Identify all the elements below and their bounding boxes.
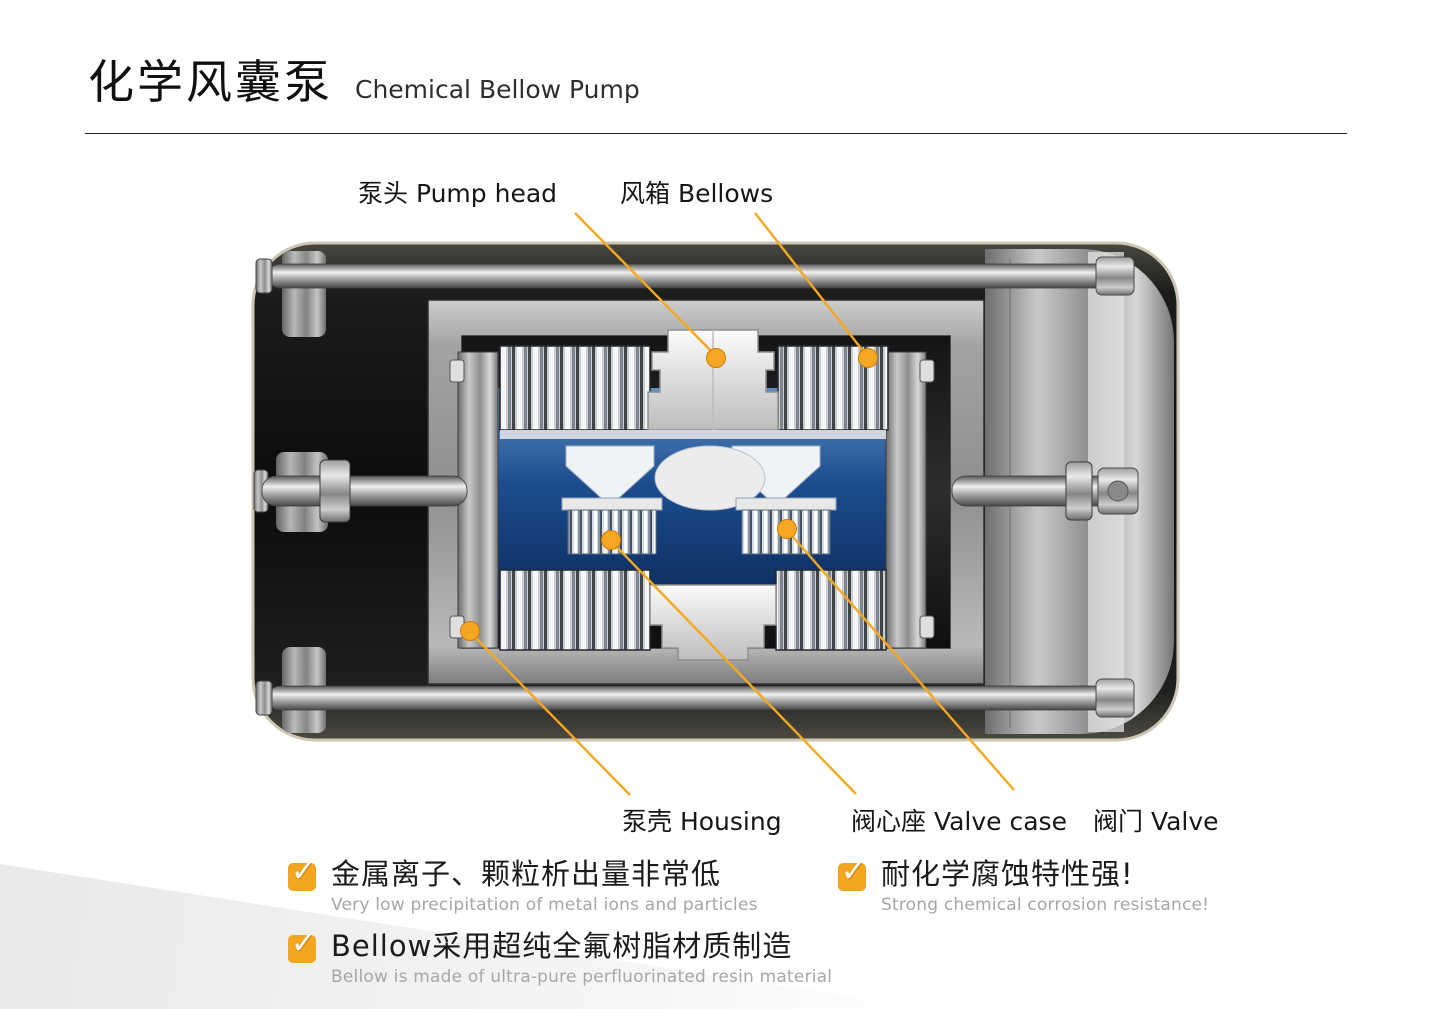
leader-lines — [469, 212, 1015, 796]
callout-dot-housing — [460, 621, 480, 641]
label-bellows: 风箱 Bellows — [620, 179, 774, 208]
feature-item-corrosion: ✓ 耐化学腐蚀特性强! Strong chemical corrosion re… — [838, 854, 1210, 915]
check-icon: ✓ — [838, 854, 866, 891]
bellows-bottom-right — [775, 569, 887, 651]
label-pump-head: 泵头 Pump head — [358, 179, 558, 208]
callout-dot-pump-head — [706, 348, 726, 368]
check-icon: ✓ — [288, 926, 316, 963]
bellows-bottom-left — [499, 569, 651, 651]
bottom-manifold — [649, 584, 777, 661]
feature-text-zh: 金属离子、颗粒析出量非常低 — [331, 857, 722, 891]
feature-text-en: Strong chemical corrosion resistance! — [881, 895, 1210, 915]
feature-item-metal-ions: ✓ 金属离子、颗粒析出量非常低 Very low precipitation o… — [288, 854, 758, 915]
feature-text-zh: 耐化学腐蚀特性强! — [881, 857, 1134, 891]
label-housing: 泵壳 Housing — [622, 807, 782, 836]
tie-rod-top — [255, 256, 1135, 296]
label-valve-case: 阀心座 Valve case — [851, 807, 1067, 836]
tie-rod-bottom — [255, 678, 1135, 718]
feature-text-zh: Bellow采用超纯全氟树脂材质制造 — [331, 929, 793, 963]
header-divider — [85, 133, 1347, 134]
header: 化学风囊泵 Chemical Bellow Pump — [88, 46, 640, 112]
drive-shaft-right — [951, 461, 1139, 521]
drive-shaft-left — [253, 459, 468, 523]
feature-item-bellow-material: ✓ Bellow采用超纯全氟树脂材质制造 Bellow is made of u… — [288, 926, 833, 987]
callout-dot-valve — [777, 519, 797, 539]
bellows-top-left — [499, 345, 651, 431]
callout-dot-valve-case — [601, 530, 621, 550]
feature-text-en: Bellow is made of ultra-pure perfluorina… — [331, 967, 833, 987]
label-valve: 阀门 Valve — [1093, 807, 1219, 836]
page-title-en: Chemical Bellow Pump — [355, 75, 640, 104]
feature-text-en: Very low precipitation of metal ions and… — [331, 895, 758, 915]
callout-dot-bellows — [858, 348, 878, 368]
check-icon: ✓ — [288, 854, 316, 891]
page-title-zh: 化学风囊泵 — [88, 55, 333, 109]
pump-head-manifold — [647, 329, 779, 431]
